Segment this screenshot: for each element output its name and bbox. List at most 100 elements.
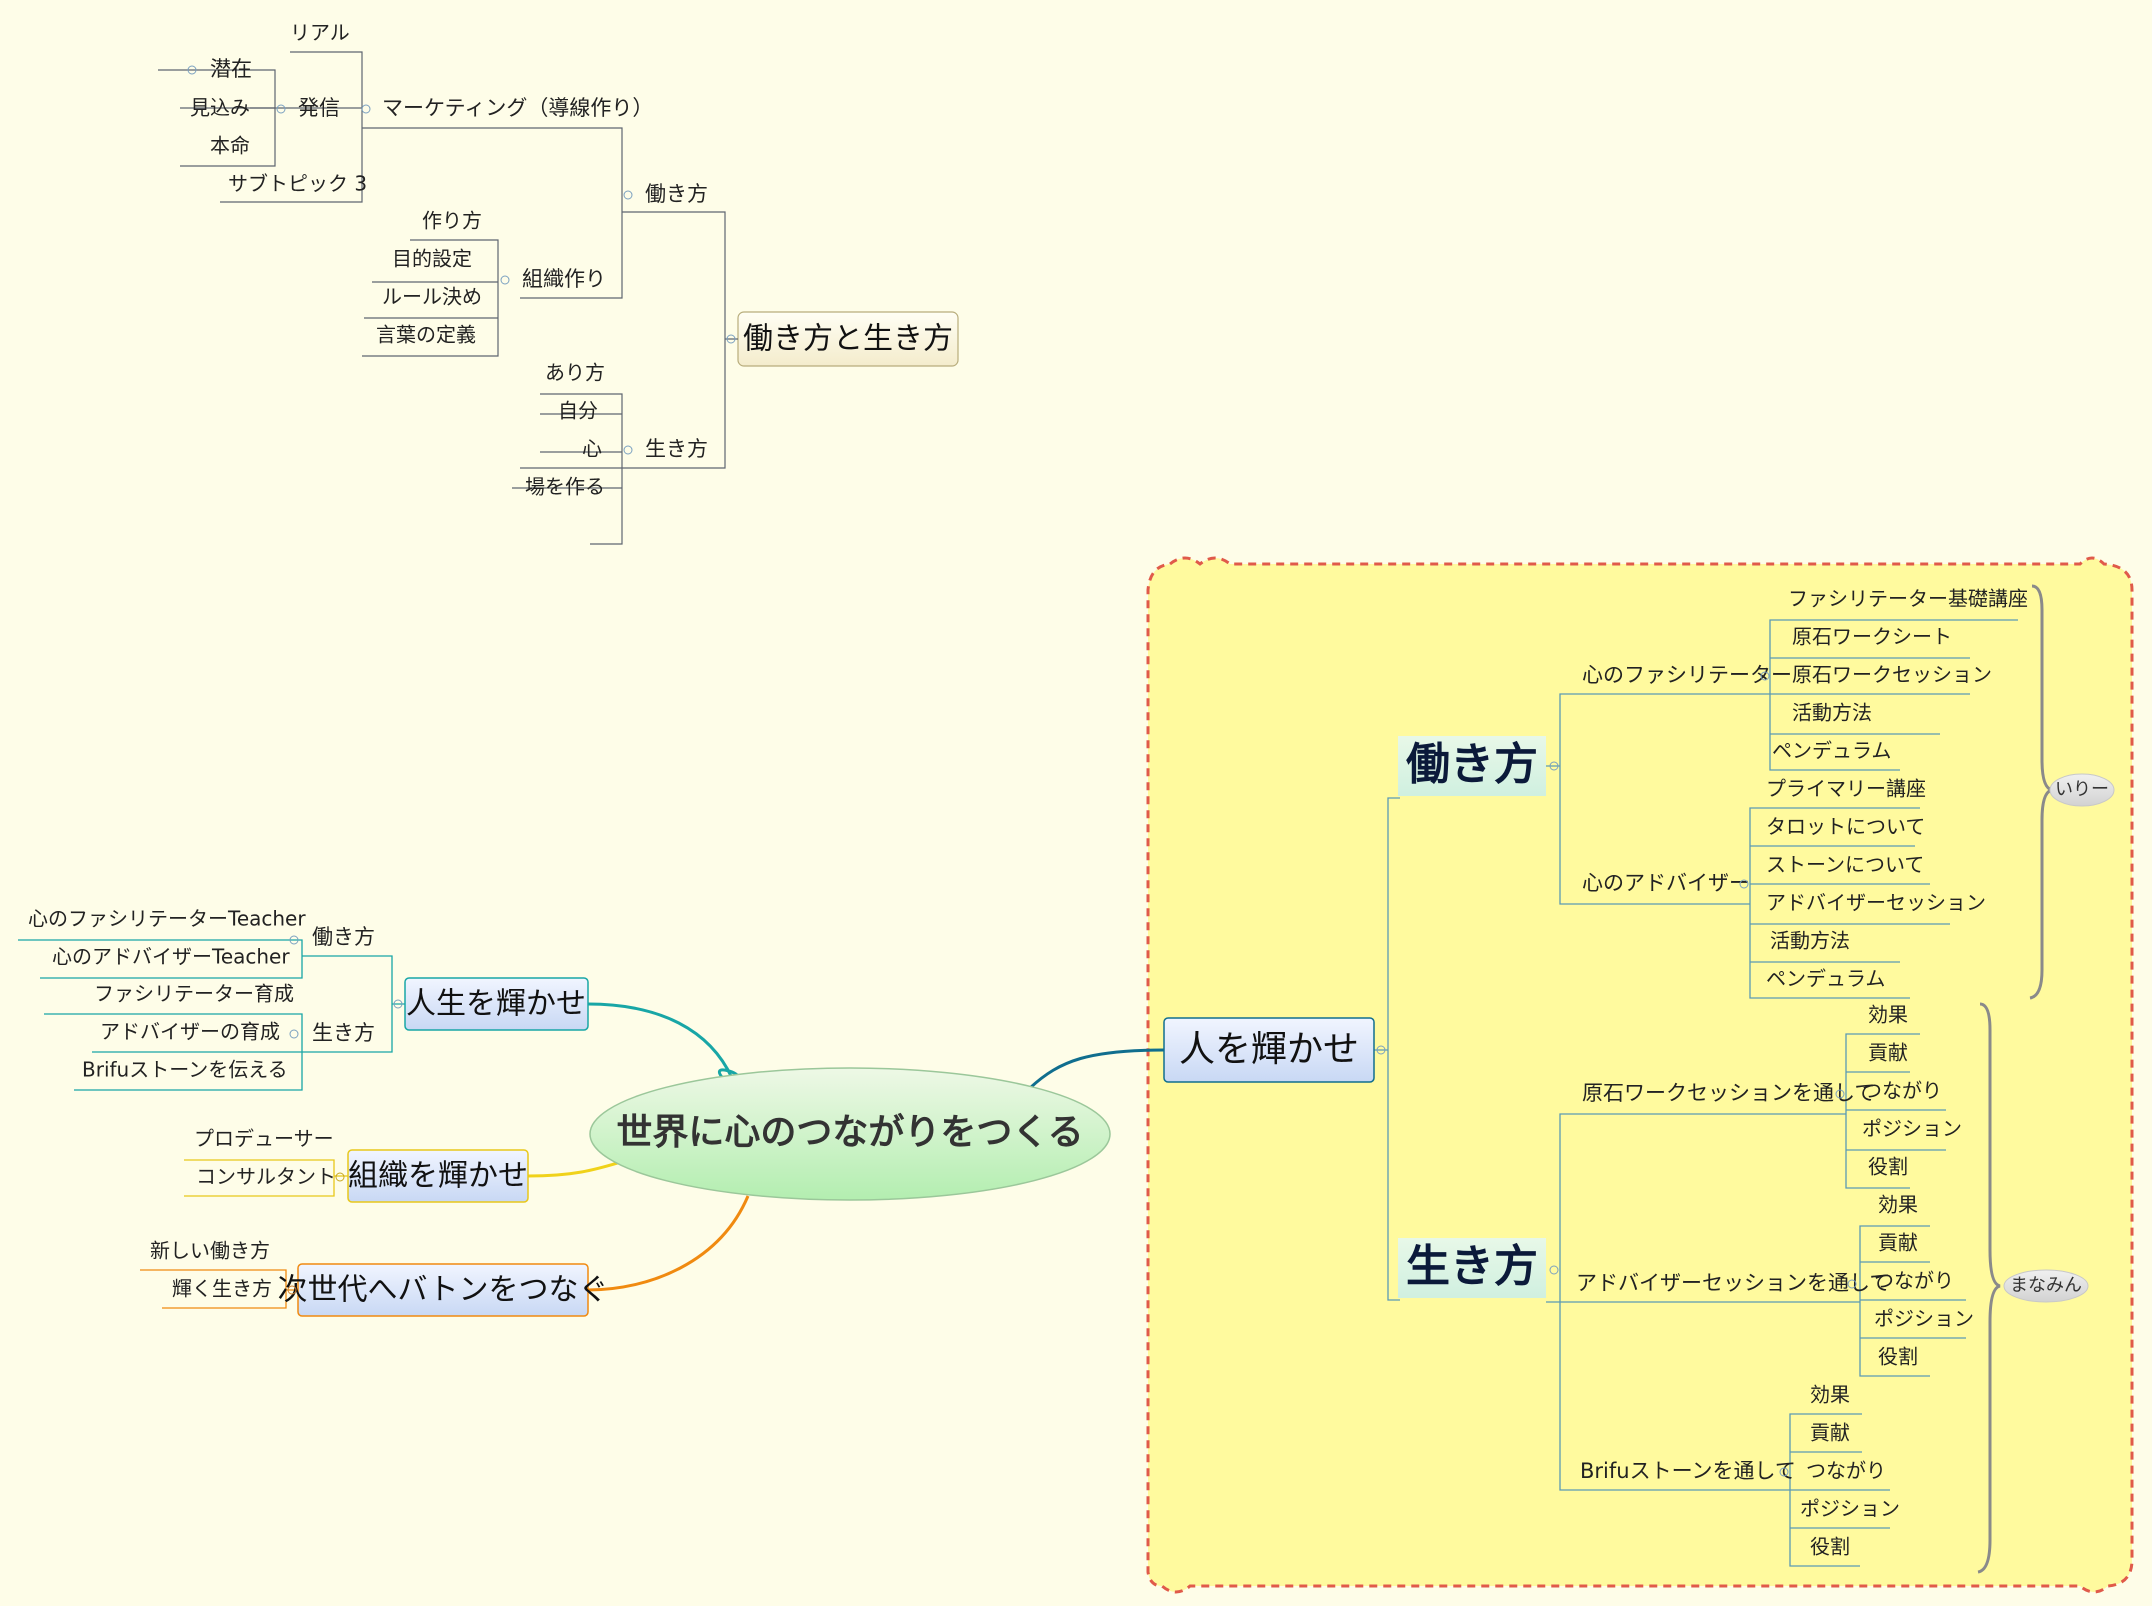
top-soshiki[interactable]: 組織作り [522,267,606,291]
a-item[interactable]: ストーンについて [1766,853,1924,877]
collapse-toggle-icon[interactable] [623,190,633,200]
value-item[interactable]: 役割 [1868,1155,1908,1179]
value-item[interactable]: ポジション [1874,1307,1974,1331]
left-jisedai: 次世代へバトンをつなぐ [278,1273,609,1308]
left-teacher-f[interactable]: 心のファシリテーターTeacher [28,907,306,931]
left-brifu[interactable]: Brifuストーンを伝える [82,1058,288,1082]
collapse-toggle-icon[interactable] [1835,1089,1845,1099]
root-label: 世界に心のつながりをつくる [616,1112,1083,1153]
top-arikata[interactable]: あり方 [545,361,605,385]
left-j-ikikata[interactable]: 生き方 [312,1021,375,1045]
top-jibun[interactable]: 自分 [558,399,598,423]
top-ikikata[interactable]: 生き方 [645,437,708,461]
jinsei-node[interactable] [404,977,589,1031]
top-main-label[interactable]: 働き方と生き方 [743,322,953,357]
f-item[interactable]: 原石ワークシート [1792,625,1952,649]
top-senzai[interactable]: 潜在 [210,57,252,81]
collapse-toggle-icon[interactable] [1549,761,1559,771]
a-item[interactable]: アドバイザーセッション [1766,891,1986,915]
values-advisor: 効果 貢献 つながり ポジション 役割 [1874,1193,1974,1369]
top-mokuteki[interactable]: 目的設定 [392,247,472,271]
f-item[interactable]: ペンデュラム [1772,739,1891,763]
right-facilitator[interactable]: 心のファシリテーター [1582,663,1792,687]
value-item[interactable]: つながり [1862,1079,1942,1103]
left-kagayaku[interactable]: 輝く生き方 [172,1277,272,1301]
value-item[interactable]: 効果 [1878,1193,1918,1217]
value-item[interactable]: つながり [1806,1459,1886,1483]
collapse-toggle-icon[interactable] [1549,1265,1559,1275]
collapse-toggle-icon[interactable] [1376,1045,1386,1055]
value-item[interactable]: 効果 [1810,1383,1850,1407]
right-via-advisor[interactable]: アドバイザーセッションを通して [1576,1271,1890,1295]
a-item[interactable]: プライマリー講座 [1766,777,1926,801]
top-mikomi[interactable]: 見込み [190,96,250,120]
values-genseki: 効果 貢献 つながり ポジション 役割 [1862,1003,1962,1179]
collapse-toggle-icon[interactable] [335,1172,345,1182]
right-connectors [1374,619,2018,1567]
top-marketing[interactable]: マーケティング（導線作り） [382,96,653,120]
top-kotoba[interactable]: 言葉の定義 [376,323,476,347]
top-kokoro[interactable]: 心 [582,437,602,461]
left-producer[interactable]: プロデューサー [194,1127,334,1151]
hataraki-node[interactable] [1398,736,1546,796]
left-teacher-a[interactable]: 心のアドバイザーTeacher [52,945,290,969]
f-item[interactable]: ファシリテーター基礎講座 [1788,587,2028,611]
top-hataraki[interactable]: 働き方 [645,182,708,206]
branch-soshiki [527,1158,629,1178]
right-via-brifu[interactable]: Brifuストーンを通して [1580,1459,1796,1483]
left-ikusei-a[interactable]: アドバイザーの育成 [100,1020,280,1044]
facilitator-items: ファシリテーター基礎講座 原石ワークシート 原石ワークセッション 活動方法 ペン… [1772,587,2028,763]
collapse-toggle-icon[interactable] [276,104,286,114]
branch-jinsei-curve [587,1002,734,1079]
f-item[interactable]: 原石ワークセッション [1792,663,1992,687]
note-manamin-bubble[interactable] [2003,1269,2089,1303]
collapse-toggle-icon[interactable] [1739,879,1749,889]
value-item[interactable]: 貢献 [1810,1421,1850,1445]
collapse-toggle-icon[interactable] [1847,1279,1857,1289]
value-item[interactable]: 役割 [1878,1345,1918,1369]
collapse-toggle-icon[interactable] [361,104,371,114]
collapse-toggle-icon[interactable] [289,1029,299,1039]
collapse-toggle-icon[interactable] [289,935,299,945]
value-item[interactable]: 役割 [1810,1535,1850,1559]
top-honmei[interactable]: 本命 [210,134,250,158]
collapse-toggle-icon[interactable] [1779,1467,1789,1477]
left-ikusei-f[interactable]: ファシリテーター育成 [94,982,294,1006]
top-subtopic3[interactable]: サブトピック 3 [228,172,367,196]
note-iri-bubble[interactable] [2049,773,2115,807]
collapse-toggle-icon[interactable] [1760,671,1770,681]
top-ba[interactable]: 場を作る [525,475,605,499]
collapse-toggle-icon[interactable] [726,334,736,344]
right-advisor[interactable]: 心のアドバイザー [1582,871,1750,895]
value-item[interactable]: ポジション [1800,1497,1900,1521]
root-node[interactable] [589,1067,1111,1201]
collapse-toggle-icon[interactable] [187,65,197,75]
value-item[interactable]: 貢献 [1868,1041,1908,1065]
right-via-genseki[interactable]: 原石ワークセッションを通して [1582,1081,1875,1105]
left-consultant[interactable]: コンサルタント [196,1165,336,1189]
a-item[interactable]: 活動方法 [1770,929,1850,953]
ikikata-node[interactable] [1398,1238,1546,1298]
hito-node[interactable] [1163,1017,1375,1083]
collapse-toggle-icon[interactable] [393,999,403,1009]
collapse-toggle-icon[interactable] [287,1285,297,1295]
soshiki-node[interactable] [347,1149,529,1203]
jisedai-node[interactable] [297,1263,589,1317]
value-item[interactable]: 貢献 [1878,1231,1918,1255]
a-item[interactable]: タロットについて [1766,815,1925,839]
top-area [158,51,959,545]
a-item[interactable]: ペンデュラム [1766,967,1885,991]
top-hasshin[interactable]: 発信 [298,96,340,120]
collapse-toggle-icon[interactable] [623,445,633,455]
top-rule[interactable]: ルール決め [382,285,482,309]
value-item[interactable]: ポジション [1862,1117,1962,1141]
left-atarashii[interactable]: 新しい働き方 [150,1239,270,1263]
top-tsukurikata[interactable]: 作り方 [422,209,482,233]
value-item[interactable]: 効果 [1868,1003,1908,1027]
top-riaru[interactable]: リアル [290,21,350,45]
left-j-hataraki[interactable]: 働き方 [312,925,375,949]
value-item[interactable]: つながり [1874,1269,1954,1293]
f-item[interactable]: 活動方法 [1792,701,1872,725]
collapse-toggle-icon[interactable] [500,275,510,285]
